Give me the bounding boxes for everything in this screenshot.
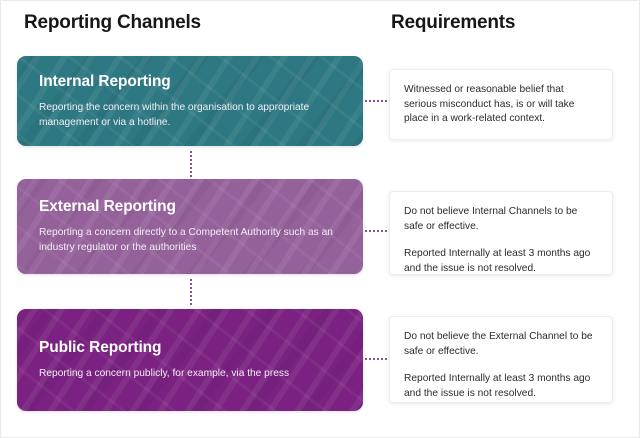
reporting-channels-heading: Reporting Channels [24,12,201,33]
requirement-text: Reported Internally at least 3 months ag… [404,373,591,399]
requirements-heading: Requirements [391,12,516,33]
connector-dotted-horizontal-external [365,230,387,232]
channel-card-external[interactable]: External Reporting Reporting a concern d… [17,179,363,274]
channel-title-internal: Internal Reporting [39,72,171,90]
connector-dotted-vertical-internal-to-external [190,151,192,177]
channel-description-internal: Reporting the concern within the organis… [39,101,310,128]
requirement-text: Reported Internally at least 3 months ag… [404,248,591,274]
connector-dotted-horizontal-public [365,358,387,360]
channel-card-public[interactable]: Public Reporting Reporting a concern pub… [17,309,363,411]
requirement-box-internal: Witnessed or reasonable belief that seri… [389,69,613,140]
requirement-text: Do not believe Internal Channels to be s… [404,206,578,232]
channel-card-internal[interactable]: Internal Reporting Reporting the concern… [17,56,363,146]
requirement-text: Witnessed or reasonable belief that seri… [404,84,575,125]
requirement-text: Do not believe the External Channel to b… [404,331,593,357]
connector-dotted-horizontal-internal [365,100,387,102]
requirement-box-public: Do not believe the External Channel to b… [389,316,613,403]
channel-description-public: Reporting a concern publicly, for exampl… [39,368,290,379]
connector-dotted-vertical-external-to-public [190,279,192,305]
channel-description-external: Reporting a concern directly to a Compet… [39,227,333,253]
requirement-box-external: Do not believe Internal Channels to be s… [389,191,613,275]
channel-title-external: External Reporting [39,198,176,215]
channel-title-public: Public Reporting [39,339,162,356]
